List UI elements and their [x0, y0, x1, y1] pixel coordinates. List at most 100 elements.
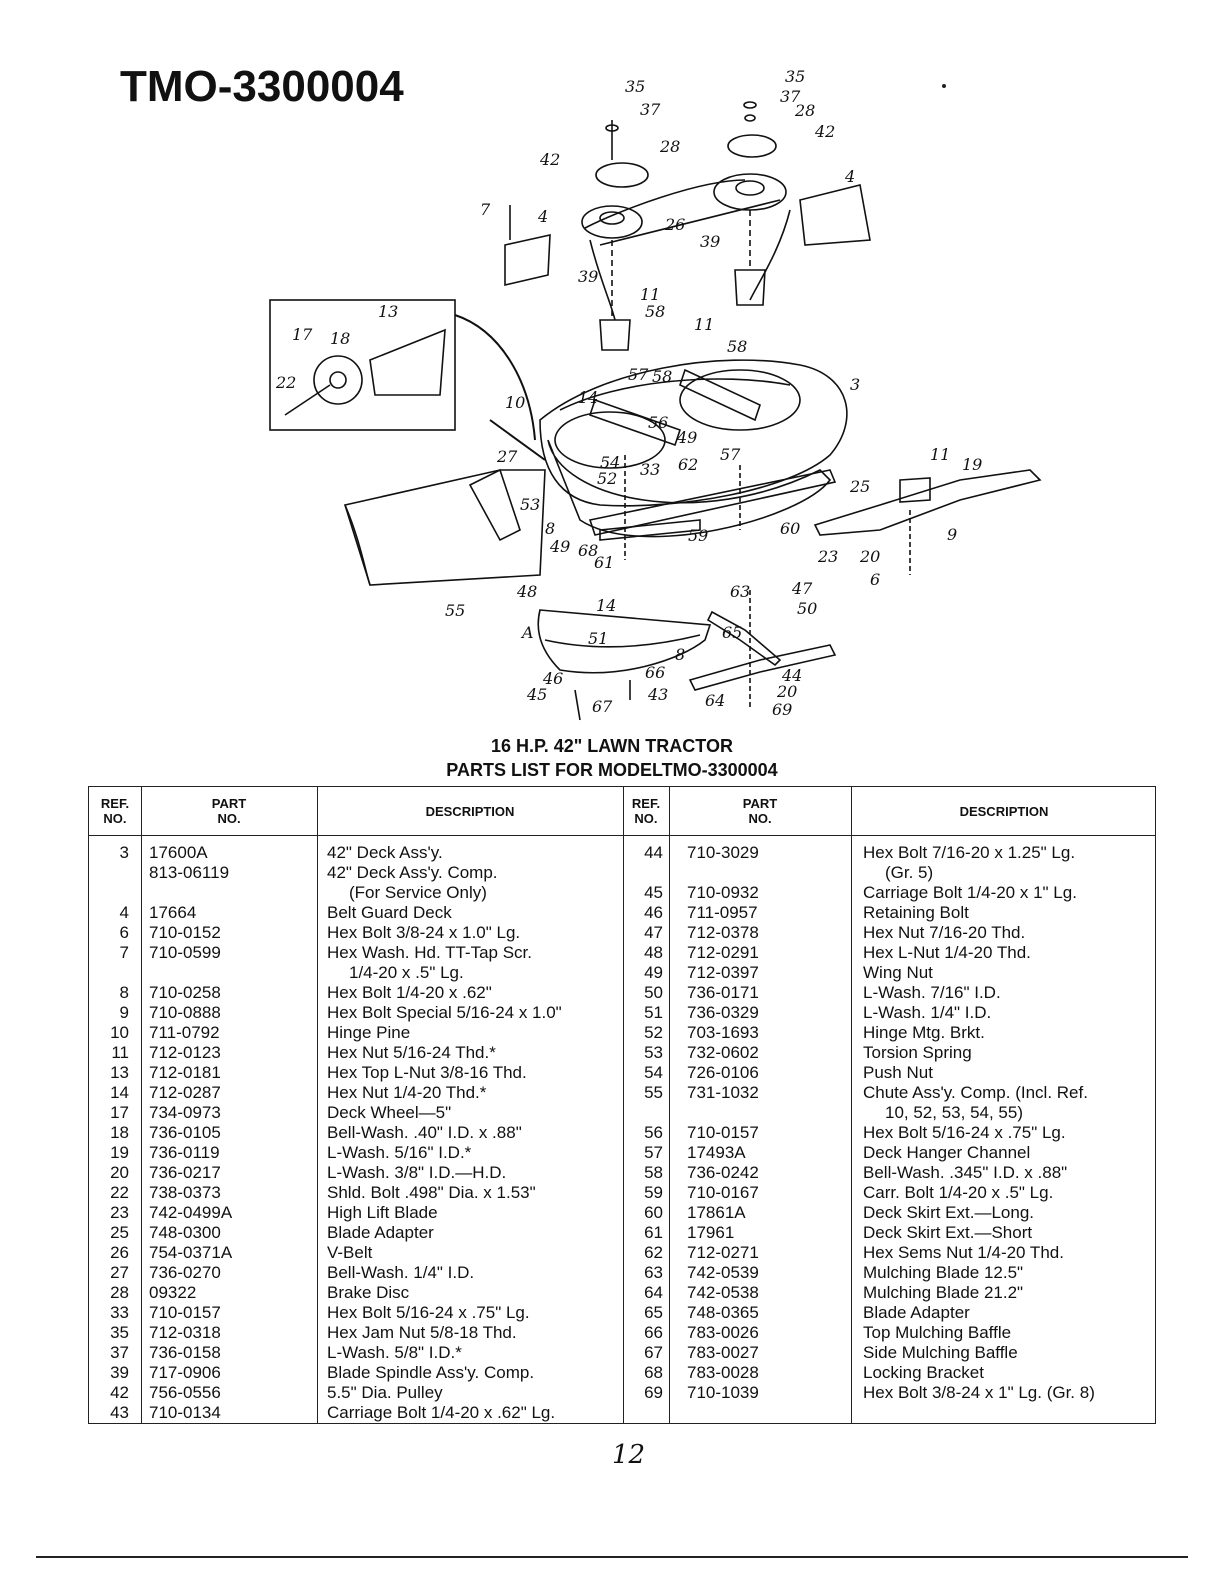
- description-cell: Mulching Blade 21.2": [863, 1283, 1024, 1302]
- deck-skirt-long: [588, 469, 837, 536]
- description-cell: Hex L-Nut 1/4-20 Thd.: [863, 943, 1031, 962]
- part-no-cell: 710-3029: [687, 843, 759, 862]
- ref-no-cell: 3: [119, 843, 129, 862]
- description-cell: Carr. Bolt 1/4-20 x .5" Lg.: [863, 1183, 1054, 1202]
- ref-no-cell: 58: [644, 1163, 663, 1182]
- ref-no-cell: 66: [644, 1323, 663, 1342]
- ref-no-cell: 7: [119, 943, 129, 962]
- description-cell: Bell-Wash. 1/4" I.D.: [327, 1263, 475, 1282]
- callout-label: 14: [596, 596, 616, 615]
- deck-wheel: [313, 355, 363, 405]
- ref-no-cell: 4: [119, 903, 129, 922]
- belt-guard-right: [799, 184, 871, 246]
- description-cell: L-Wash. 7/16" I.D.: [863, 983, 1001, 1002]
- description-cell: Torsion Spring: [863, 1043, 972, 1062]
- callout-label: 59: [688, 526, 708, 545]
- description-cell: Hex Bolt 1/4-20 x .62": [327, 983, 492, 1002]
- callout-label: 65: [722, 623, 742, 642]
- ref-no-cell: 13: [110, 1063, 129, 1082]
- part-no-cell: 712-0397: [687, 963, 759, 982]
- callout-label: 39: [578, 267, 598, 286]
- description-cell: 5.5" Dia. Pulley: [327, 1383, 443, 1402]
- callout-label: 47: [791, 579, 813, 598]
- part-no-cell: 710-0167: [687, 1183, 759, 1202]
- ref-no-cell: 69: [644, 1383, 663, 1402]
- part-no-cell: 748-0365: [687, 1303, 759, 1322]
- callout-label: 28: [794, 101, 815, 120]
- callout-label: 60: [780, 519, 800, 538]
- model-title: TMO-3300004: [120, 62, 404, 111]
- callout-label: 51: [588, 629, 608, 648]
- ref-no-cell: 47: [644, 923, 663, 942]
- callout-label: 23: [817, 547, 838, 566]
- callout-label: 46: [542, 669, 563, 688]
- callout-label: 49: [549, 537, 570, 556]
- ref-no-cell: 55: [644, 1083, 663, 1102]
- description-cell: L-Wash. 5/16" I.D.*: [327, 1143, 472, 1162]
- left-spindle: [599, 319, 631, 351]
- right-brake-disc: [727, 134, 777, 158]
- callout-label: 42: [539, 150, 560, 169]
- callout-label: 4: [844, 167, 855, 186]
- caption-subtitle: PARTS LIST FOR MODELTMO-3300004: [446, 760, 778, 780]
- ref-no-cell: 22: [110, 1183, 129, 1202]
- callout-label: 26: [664, 215, 685, 234]
- callout-label: 35: [625, 77, 645, 96]
- part-no-cell: 710-0258: [149, 983, 221, 1002]
- right-pulley: [713, 173, 787, 211]
- callout-label: 58: [645, 302, 665, 321]
- callout-label: 57: [628, 365, 649, 384]
- description-cell: Blade Adapter: [863, 1303, 970, 1322]
- part-no-cell: 738-0373: [149, 1183, 221, 1202]
- callout-label: 3: [850, 375, 860, 394]
- ref-no-cell: 54: [644, 1063, 663, 1082]
- bottom-rule: [36, 1556, 1188, 1558]
- ref-no-cell: 43: [110, 1403, 129, 1422]
- part-no-cell: 731-1032: [687, 1083, 759, 1102]
- ref-no-cell: 42: [110, 1383, 129, 1402]
- callout-label: 4: [537, 207, 548, 226]
- callout-label: 61: [594, 553, 614, 572]
- callout-label: 25: [849, 477, 870, 496]
- description-cell: Hex Nut 7/16-20 Thd.: [863, 923, 1026, 942]
- part-no-cell: 736-0105: [149, 1123, 221, 1142]
- part-no-cell: 736-0217: [149, 1163, 221, 1182]
- part-no-cell: 710-0932: [687, 883, 759, 902]
- callout-label: 27: [496, 447, 518, 466]
- part-no-cell: 17493A: [687, 1143, 746, 1162]
- header-ref-no-left: REF.NO.: [100, 796, 130, 826]
- part-no-cell: 712-0291: [687, 943, 759, 962]
- description-cell: Retaining Bolt: [863, 903, 969, 922]
- deck-skirt: [547, 439, 832, 538]
- exploded-parts-diagram: 35 37 28 42 35 37 28 42 4 7 4 26 39 39 1…: [269, 67, 1042, 721]
- callout-label: 22: [275, 373, 296, 392]
- part-no-cell: 734-0973: [149, 1103, 221, 1122]
- mulching-blade-long: [688, 644, 837, 691]
- part-no-cell: 754-0371A: [149, 1243, 233, 1262]
- part-no-cell: 712-0123: [149, 1043, 221, 1062]
- right-blade-well: [679, 369, 801, 431]
- description-cell: 10, 52, 53, 54, 55): [885, 1103, 1023, 1122]
- left-brake-disc: [595, 162, 649, 188]
- part-no-cell: 742-0538: [687, 1283, 759, 1302]
- ref-no-cell: 14: [110, 1083, 129, 1102]
